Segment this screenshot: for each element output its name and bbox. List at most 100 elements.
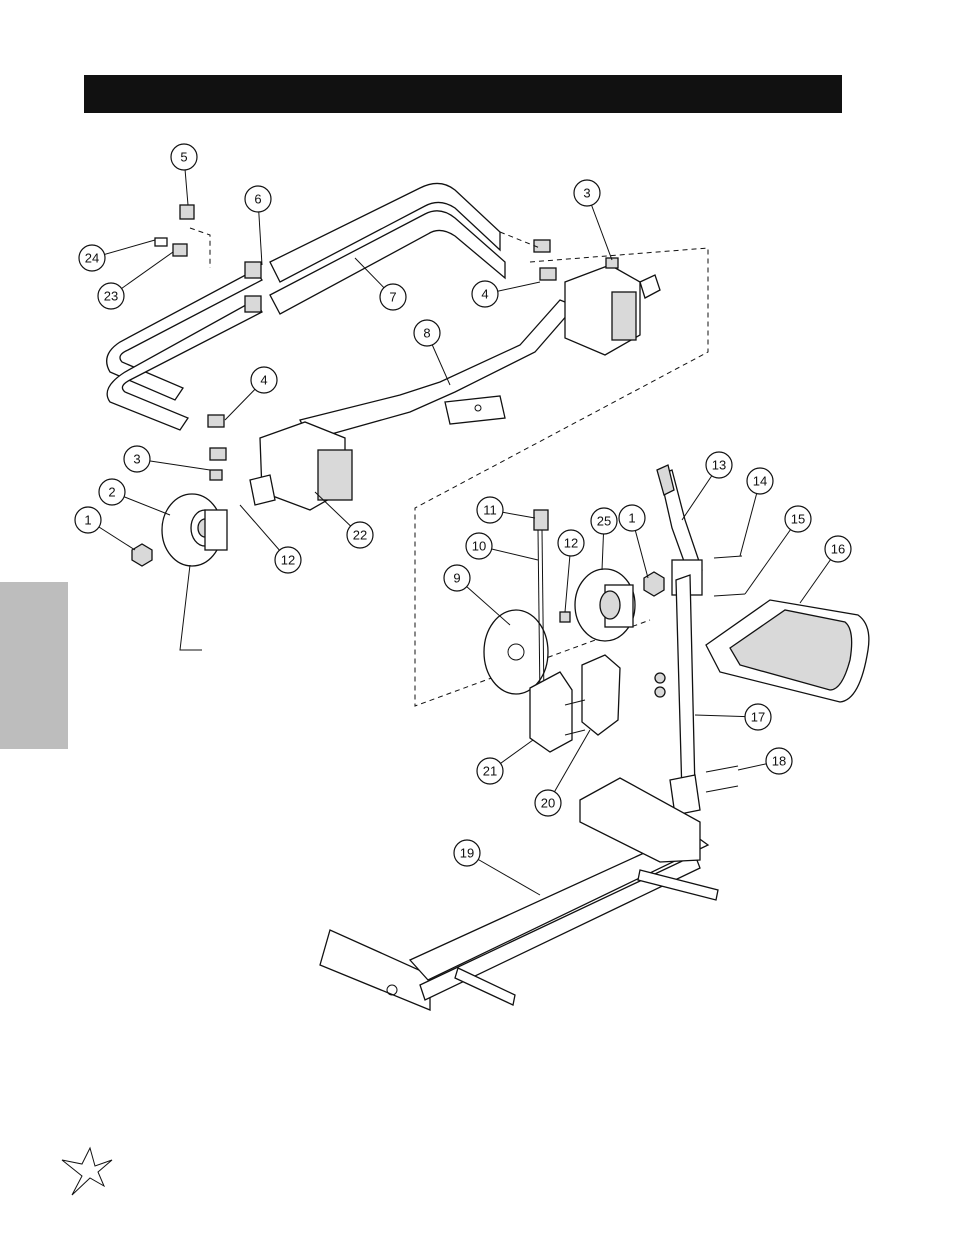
callout-label: 13 xyxy=(712,458,726,473)
callout-circle xyxy=(379,283,407,311)
callout-circle xyxy=(74,506,102,534)
callout-label: 4 xyxy=(260,373,267,388)
hub-flange xyxy=(161,493,228,567)
brand-logo xyxy=(61,1146,113,1196)
hub-leader xyxy=(179,564,202,651)
callout-21: 21 xyxy=(476,757,504,785)
callout-label: 17 xyxy=(751,710,765,725)
side-tab xyxy=(0,582,68,749)
callout-circle xyxy=(590,507,618,535)
axle-bar xyxy=(299,299,577,441)
callout-label: 3 xyxy=(133,452,140,467)
callout-circle xyxy=(476,496,504,524)
callout-label: 5 xyxy=(180,150,187,165)
assembly-outline xyxy=(414,247,709,707)
callout-label: 6 xyxy=(254,192,261,207)
callout-14: 14 xyxy=(746,467,774,495)
brake-cable xyxy=(533,509,549,701)
callout-17: 17 xyxy=(744,703,772,731)
lower-frame xyxy=(319,777,719,1011)
callout-circle xyxy=(746,467,774,495)
callout-label: 18 xyxy=(772,754,786,769)
callout-circle xyxy=(784,505,812,533)
brake-handle xyxy=(656,464,703,596)
callout-leader xyxy=(547,729,591,804)
callout-5: 5 xyxy=(170,143,198,171)
callout-circle xyxy=(170,143,198,171)
callout-8: 8 xyxy=(413,319,441,347)
foot-platform xyxy=(705,599,870,703)
callout-label: 1 xyxy=(628,511,635,526)
callout-label: 22 xyxy=(353,528,367,543)
callout-22: 22 xyxy=(346,521,374,549)
callout-12: 12 xyxy=(557,529,585,557)
upright-bar xyxy=(654,574,701,816)
bolts-lower xyxy=(705,765,739,793)
callout-19: 19 xyxy=(453,839,481,867)
callout-circle xyxy=(274,546,302,574)
title-bar xyxy=(84,75,842,113)
nut-left xyxy=(131,543,153,567)
callout-circle xyxy=(244,185,272,213)
callout-label: 9 xyxy=(453,571,460,586)
callout-23: 23 xyxy=(97,282,125,310)
callout-circle xyxy=(453,839,481,867)
callout-7: 7 xyxy=(379,283,407,311)
callout-circle xyxy=(98,478,126,506)
callout-label: 2 xyxy=(108,485,115,500)
callout-9: 9 xyxy=(443,564,471,592)
callout-label: 14 xyxy=(753,474,767,489)
callout-label: 21 xyxy=(483,764,497,779)
callout-circle xyxy=(471,280,499,308)
callout-1: 1 xyxy=(74,506,102,534)
callout-circle xyxy=(618,504,646,532)
callout-3: 3 xyxy=(123,445,151,473)
callout-4: 4 xyxy=(250,366,278,394)
callout-circle xyxy=(705,451,733,479)
callout-circle xyxy=(573,179,601,207)
callout-label: 15 xyxy=(791,512,805,527)
callout-3: 3 xyxy=(573,179,601,207)
callout-circle xyxy=(78,244,106,272)
callout-label: 12 xyxy=(281,553,295,568)
callout-label: 24 xyxy=(85,251,99,266)
bolts-upper xyxy=(713,555,746,597)
callout-label: 25 xyxy=(597,514,611,529)
callout-6: 6 xyxy=(244,185,272,213)
callout-circle xyxy=(476,757,504,785)
callout-circle xyxy=(534,789,562,817)
callout-label: 1 xyxy=(84,513,91,528)
callout-12: 12 xyxy=(274,546,302,574)
callout-label: 12 xyxy=(564,536,578,551)
callout-circle xyxy=(346,521,374,549)
brake-disc xyxy=(483,609,549,695)
callout-18: 18 xyxy=(765,747,793,775)
hub-housing-left xyxy=(249,421,353,511)
callout-10: 10 xyxy=(465,532,493,560)
callout-leader xyxy=(744,518,799,595)
callout-20: 20 xyxy=(534,789,562,817)
callout-circle xyxy=(465,532,493,560)
callout-circle xyxy=(123,445,151,473)
callout-circle xyxy=(443,564,471,592)
nut-right xyxy=(643,571,665,597)
callout-13: 13 xyxy=(705,451,733,479)
callout-label: 10 xyxy=(472,539,486,554)
callout-circle xyxy=(744,703,772,731)
callout-label: 20 xyxy=(541,796,555,811)
callout-label: 8 xyxy=(423,326,430,341)
callout-24: 24 xyxy=(78,244,106,272)
callout-circle xyxy=(413,319,441,347)
caliper xyxy=(529,654,621,753)
callout-label: 16 xyxy=(831,542,845,557)
callout-leader xyxy=(466,852,541,896)
callout-25: 25 xyxy=(590,507,618,535)
callout-circle xyxy=(557,529,585,557)
callout-2: 2 xyxy=(98,478,126,506)
callout-label: 4 xyxy=(481,287,488,302)
callout-label: 11 xyxy=(483,503,497,518)
callout-label: 23 xyxy=(104,289,118,304)
callout-11: 11 xyxy=(476,496,504,524)
callout-16: 16 xyxy=(824,535,852,563)
